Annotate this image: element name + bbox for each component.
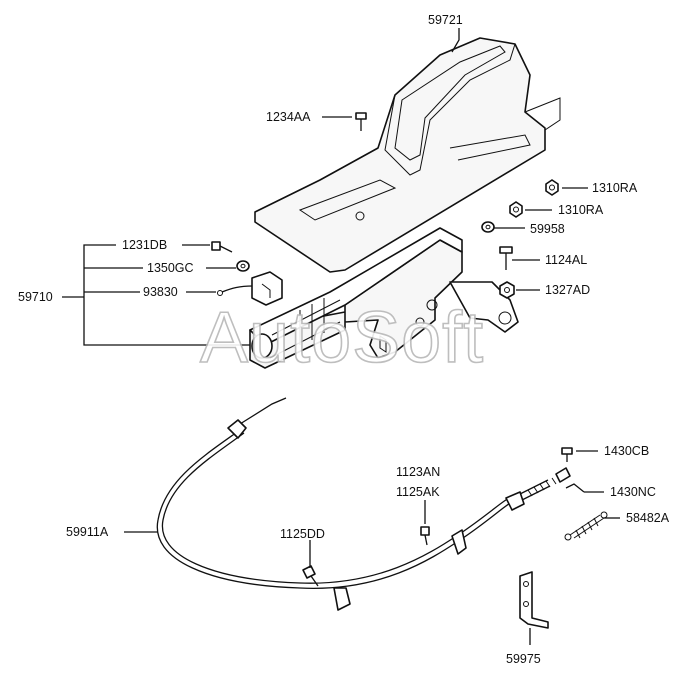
label-1125DD: 1125DD (280, 527, 325, 541)
label-59710: 59710 (18, 290, 53, 304)
label-59975: 59975 (506, 652, 541, 666)
nut-1310RA-bottom-icon (509, 201, 523, 218)
washer-59958-icon (481, 221, 495, 233)
label-1231DB: 1231DB (122, 238, 167, 252)
watermark: AutoSoft (200, 298, 484, 378)
nut-1327AD-icon (499, 281, 515, 299)
label-1350GC: 1350GC (147, 261, 194, 275)
label-1430CB: 1430CB (604, 444, 649, 458)
bolt-1231DB-icon (211, 241, 233, 253)
leader-lines (62, 28, 620, 645)
label-1123AN: 1123AN (396, 465, 440, 479)
washer-1350GC-icon (236, 260, 250, 272)
label-1310RA-top: 1310RA (592, 181, 638, 195)
label-59721: 59721 (428, 13, 463, 27)
label-1125AK: 1125AK (396, 485, 440, 499)
part-labels: 59721 1234AA 1310RA 1310RA 59958 1124AL … (18, 13, 670, 666)
label-58482A: 58482A (626, 511, 670, 525)
switch-93830-icon (217, 271, 283, 306)
bolt-1234AA-icon (355, 112, 367, 131)
brake-cable-icon (156, 397, 571, 611)
label-1430NC: 1430NC (610, 485, 656, 499)
bolt-1124AL-icon (499, 246, 513, 270)
nut-1310RA-top-icon (545, 179, 559, 196)
label-1310RA-bottom: 1310RA (558, 203, 604, 217)
label-1327AD: 1327AD (545, 283, 590, 297)
console-cover-icon (254, 37, 561, 273)
clip-1430CB-icon (561, 447, 573, 462)
label-1234AA: 1234AA (266, 110, 311, 124)
return-spring-icon (564, 511, 608, 541)
label-1124AL: 1124AL (545, 253, 587, 267)
label-93830: 93830 (143, 285, 178, 299)
parking-brake-lever-icon (249, 227, 519, 369)
label-59911A: 59911A (66, 525, 109, 539)
bolt-1123AN-icon (420, 526, 430, 546)
label-59958: 59958 (530, 222, 565, 236)
pin-1430NC-icon (565, 483, 585, 493)
cable-bracket-icon (519, 571, 549, 629)
bolt-1125DD-icon (302, 565, 319, 587)
